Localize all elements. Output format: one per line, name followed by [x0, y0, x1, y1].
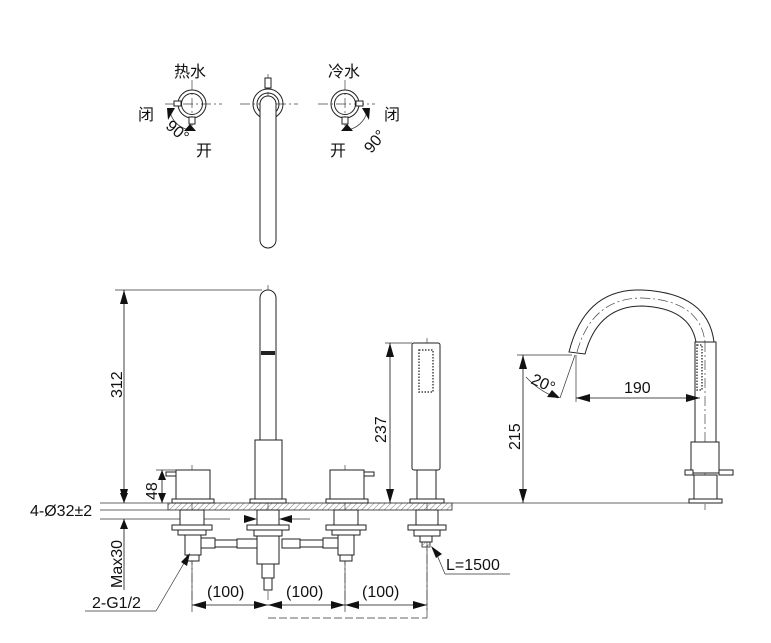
svg-text:215: 215	[507, 423, 524, 450]
hand-shower	[268, 338, 447, 619]
cold-angle-label: 90°	[361, 127, 390, 156]
hose-length-callout: L=1500	[431, 546, 510, 575]
front-view: 312 48 237 4-Ø32±2 Max30	[30, 285, 510, 619]
dimension-215: 215	[507, 354, 572, 503]
cold-open-label: 开	[330, 141, 346, 160]
svg-text:(100): (100)	[286, 584, 323, 601]
side-view: 215 190 20°	[452, 289, 734, 510]
dimension-190: 190	[559, 354, 700, 402]
hot-angle-label: 90°	[162, 117, 191, 146]
spout-top	[240, 74, 298, 249]
svg-text:(100): (100)	[207, 584, 244, 601]
svg-text:190: 190	[624, 380, 651, 397]
svg-text:312: 312	[109, 371, 126, 398]
cold-close-label: 闭	[384, 105, 400, 124]
svg-text:48: 48	[144, 482, 161, 500]
top-view: 热水 闭 开 90° 冷水 闭 开 90°	[138, 62, 400, 249]
hot-handle-top	[165, 80, 222, 131]
hot-water-label: 热水	[174, 62, 206, 81]
dimension-20-degree: 20°	[525, 371, 560, 399]
hot-handle-front	[165, 465, 238, 600]
dimension-48: 48	[144, 469, 176, 503]
inlet-thread-callout: 2-G1/2	[85, 553, 190, 612]
hot-open-label: 开	[196, 141, 212, 160]
cold-handle-front	[236, 465, 375, 600]
hole-dimension-arrows	[244, 515, 310, 523]
spacing-dimensions: (100) (100) (100)	[191, 561, 427, 612]
max-deck-thickness-label: Max30	[109, 540, 126, 588]
hole-diameter-label: 4-Ø32±2	[30, 503, 92, 520]
svg-text:L=1500: L=1500	[446, 557, 500, 574]
deck-plate	[167, 502, 453, 511]
hot-close-label: 闭	[138, 105, 154, 124]
center-spout	[246, 285, 290, 600]
svg-text:(100): (100)	[362, 584, 399, 601]
svg-text:2-G1/2: 2-G1/2	[92, 595, 141, 612]
cold-water-label: 冷水	[328, 62, 360, 81]
svg-text:237: 237	[373, 416, 390, 443]
dimension-237: 237	[373, 342, 412, 503]
cold-handle-top	[318, 80, 375, 131]
